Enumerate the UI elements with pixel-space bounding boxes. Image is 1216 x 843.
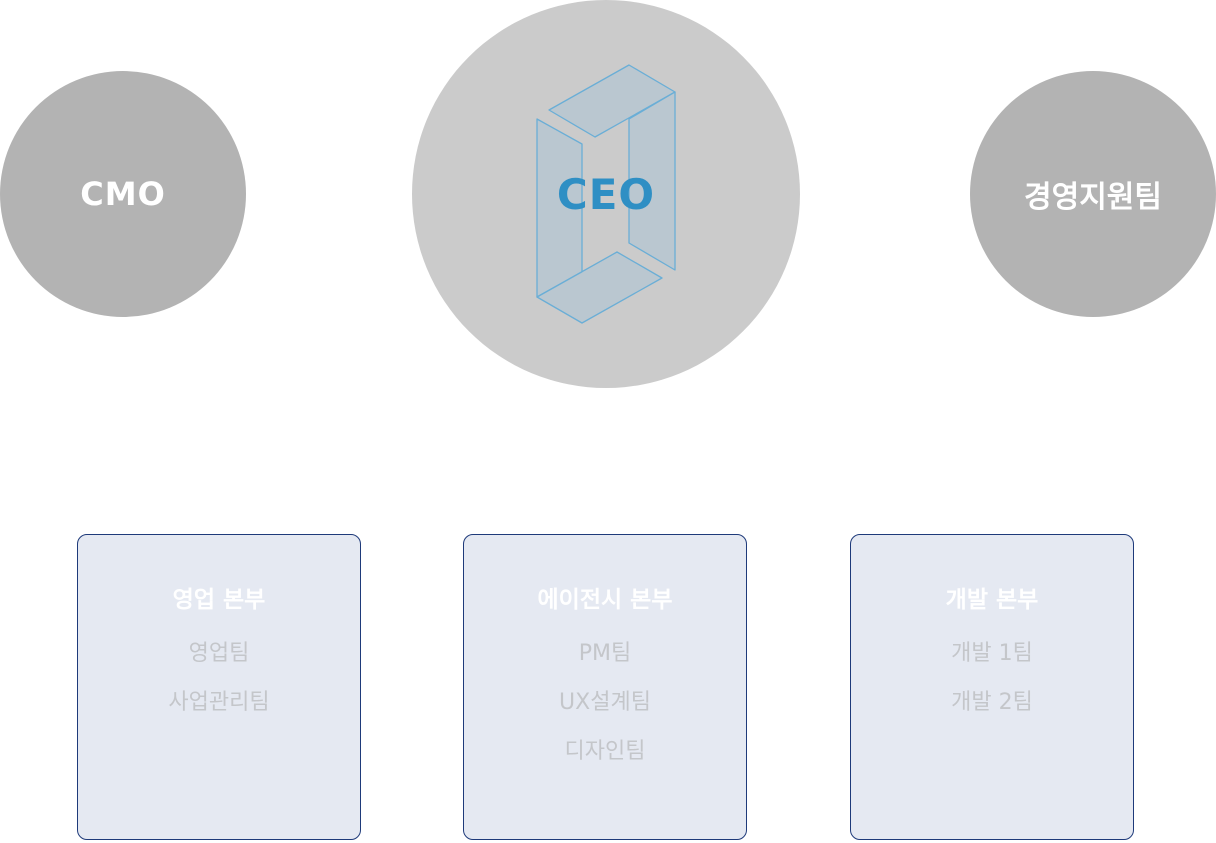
agency-division-title: 에이전시 본부	[537, 587, 673, 613]
agency-team-list: PM팀 UX설계팀 디자인팀	[559, 639, 651, 786]
team-item: 개발 1팀	[951, 641, 1033, 666]
dev-division-card: 개발 본부 개발 1팀 개발 2팀	[850, 534, 1134, 840]
ceo-node: CEO	[412, 0, 800, 388]
agency-division-card: 에이전시 본부 PM팀 UX설계팀 디자인팀	[463, 534, 747, 840]
management-support-label: 경영지원팀	[1024, 180, 1162, 215]
sales-team-list: 영업팀 사업관리팀	[168, 639, 269, 737]
ceo-label: CEO	[556, 169, 656, 219]
team-item: 디자인팀	[564, 739, 646, 764]
team-item: 영업팀	[188, 641, 250, 666]
team-item: 사업관리팀	[168, 690, 270, 715]
cmo-node: CMO	[0, 71, 246, 317]
management-support-node: 경영지원팀	[970, 71, 1216, 317]
sales-division-card: 영업 본부 영업팀 사업관리팀	[77, 534, 361, 840]
team-item: UX설계팀	[559, 690, 651, 715]
ceo-logo-icon	[536, 64, 676, 324]
cmo-label: CMO	[80, 175, 166, 213]
team-item: PM팀	[578, 641, 632, 666]
team-item: 개발 2팀	[951, 690, 1033, 715]
sales-division-title: 영업 본부	[172, 587, 266, 613]
dev-division-title: 개발 본부	[945, 587, 1039, 613]
dev-team-list: 개발 1팀 개발 2팀	[951, 639, 1033, 737]
